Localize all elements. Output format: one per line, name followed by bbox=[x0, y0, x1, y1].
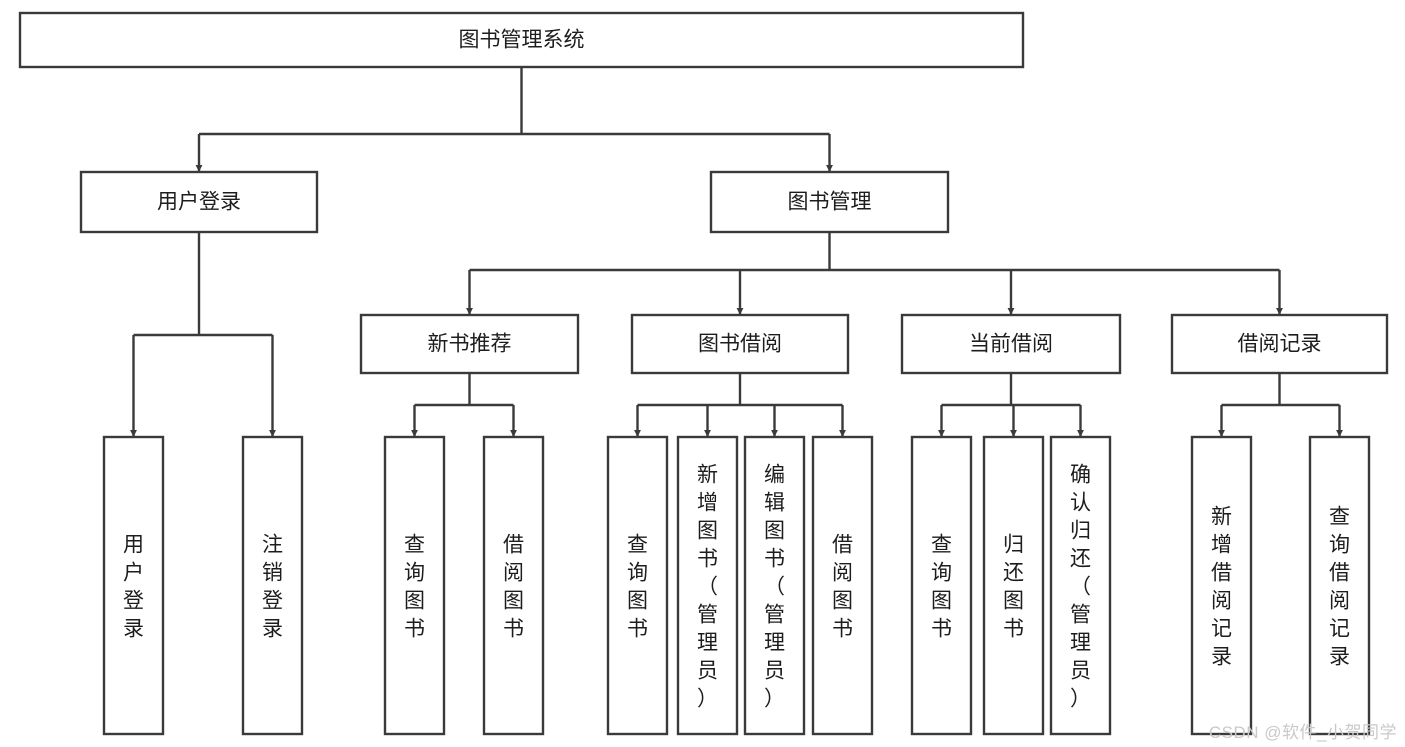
node-label: 归还图书 bbox=[1003, 534, 1024, 641]
node-leaf-查询图书-8[interactable]: 查询图书 bbox=[910, 435, 973, 736]
node-label: 新增图书（管理员） bbox=[697, 464, 718, 711]
node-label: 新书推荐 bbox=[428, 333, 512, 356]
node-leaf-归还图书-9[interactable]: 归还图书 bbox=[982, 435, 1045, 736]
node-box bbox=[1170, 313, 1389, 375]
node-label: 查询借阅记录 bbox=[1329, 506, 1350, 669]
node-label: 查询图书 bbox=[627, 534, 648, 641]
connector-layer bbox=[130, 67, 1343, 437]
node-level3-图书借阅-1[interactable]: 图书借阅 bbox=[630, 313, 850, 375]
node-leaf-新增图书管理员-5[interactable]: 新增图书（管理员） bbox=[676, 435, 739, 736]
node-box bbox=[241, 435, 304, 736]
node-box bbox=[1308, 435, 1371, 736]
node-label: 查询图书 bbox=[931, 534, 952, 641]
node-layer: 图书管理系统用户登录图书管理新书推荐图书借阅当前借阅借阅记录用户登录注销登录查询… bbox=[18, 11, 1389, 736]
node-box bbox=[676, 435, 739, 736]
node-box bbox=[910, 435, 973, 736]
node-box bbox=[709, 170, 950, 234]
node-leaf-用户登录-0[interactable]: 用户登录 bbox=[102, 435, 165, 736]
node-label: 编辑图书（管理员） bbox=[764, 464, 785, 711]
node-leaf-注销登录-1[interactable]: 注销登录 bbox=[241, 435, 304, 736]
node-label: 图书借阅 bbox=[698, 333, 782, 356]
node-box bbox=[18, 11, 1025, 69]
node-leaf-借阅图书-3[interactable]: 借阅图书 bbox=[482, 435, 545, 736]
node-label: 确认归还（管理员） bbox=[1070, 464, 1091, 711]
node-leaf-查询图书-2[interactable]: 查询图书 bbox=[383, 435, 446, 736]
node-box bbox=[900, 313, 1122, 375]
node-box bbox=[79, 170, 319, 234]
node-box bbox=[630, 313, 850, 375]
node-box bbox=[359, 313, 580, 375]
node-leaf-确认归还管理员-10[interactable]: 确认归还（管理员） bbox=[1049, 435, 1112, 736]
node-level2-图书管理-1[interactable]: 图书管理 bbox=[709, 170, 950, 234]
node-box bbox=[102, 435, 165, 736]
node-box bbox=[1190, 435, 1253, 736]
node-box bbox=[482, 435, 545, 736]
node-label: 借阅记录 bbox=[1238, 333, 1322, 356]
node-box bbox=[1049, 435, 1112, 736]
node-label: 注销登录 bbox=[262, 534, 283, 641]
node-box bbox=[811, 435, 874, 736]
node-leaf-借阅图书-7[interactable]: 借阅图书 bbox=[811, 435, 874, 736]
node-label: 查询图书 bbox=[404, 534, 425, 641]
node-box bbox=[606, 435, 669, 736]
node-leaf-查询图书-4[interactable]: 查询图书 bbox=[606, 435, 669, 736]
node-label: 借阅图书 bbox=[503, 534, 524, 641]
node-label: 图书管理系统 bbox=[459, 29, 585, 52]
node-label: 用户登录 bbox=[157, 191, 241, 214]
node-leaf-新增借阅记录-11[interactable]: 新增借阅记录 bbox=[1190, 435, 1253, 736]
node-level3-当前借阅-2[interactable]: 当前借阅 bbox=[900, 313, 1122, 375]
node-root-图书管理系统[interactable]: 图书管理系统 bbox=[18, 11, 1025, 69]
node-leaf-查询借阅记录-12[interactable]: 查询借阅记录 bbox=[1308, 435, 1371, 736]
node-level3-借阅记录-3[interactable]: 借阅记录 bbox=[1170, 313, 1389, 375]
node-level2-用户登录-0[interactable]: 用户登录 bbox=[79, 170, 319, 234]
node-label: 图书管理 bbox=[788, 191, 872, 214]
node-label: 新增借阅记录 bbox=[1211, 506, 1232, 669]
node-label: 用户登录 bbox=[123, 534, 144, 641]
node-box bbox=[743, 435, 806, 736]
node-label: 当前借阅 bbox=[969, 333, 1053, 356]
node-box bbox=[383, 435, 446, 736]
node-box bbox=[982, 435, 1045, 736]
node-leaf-编辑图书管理员-6[interactable]: 编辑图书（管理员） bbox=[743, 435, 806, 736]
node-label: 借阅图书 bbox=[832, 534, 853, 641]
node-level3-新书推荐-0[interactable]: 新书推荐 bbox=[359, 313, 580, 375]
